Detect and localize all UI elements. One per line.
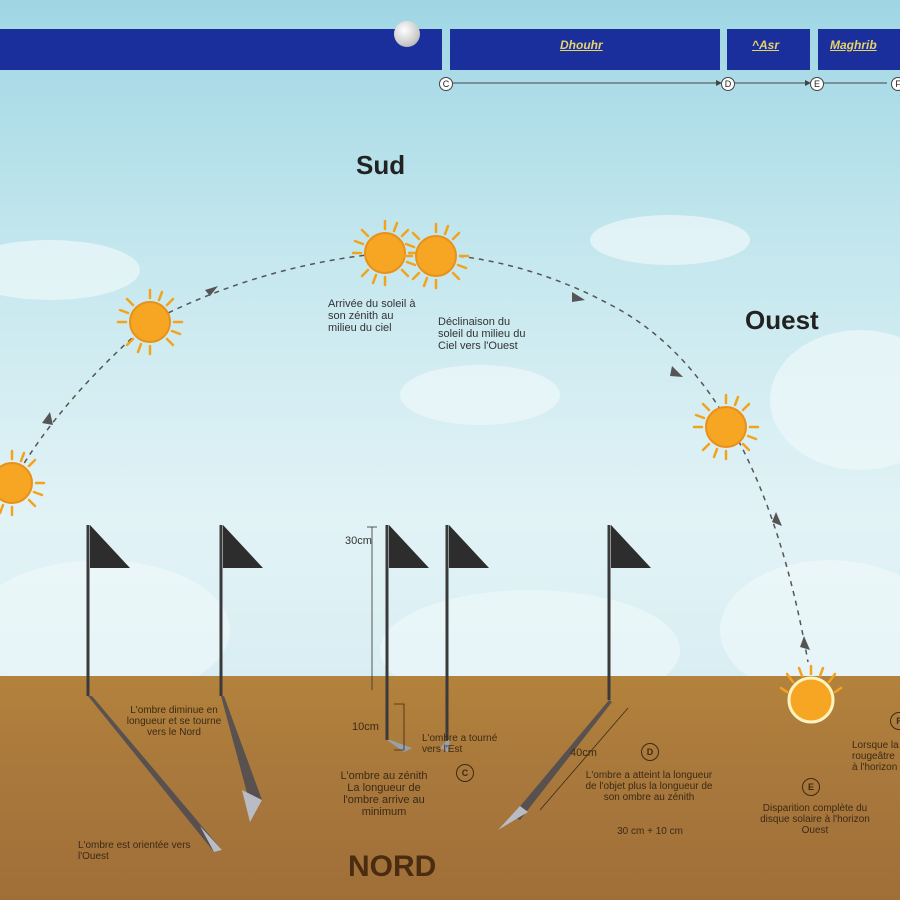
shadow-5-tip bbox=[498, 806, 528, 830]
timeline-marker-c: C bbox=[439, 77, 453, 91]
path-arrow bbox=[205, 286, 218, 296]
caption-zenith-shadow: L'ombre au zénith La longueur de l'ombre… bbox=[340, 770, 428, 818]
timeline-marker-f: F bbox=[891, 77, 900, 91]
measure-shadow-bracket bbox=[394, 703, 405, 751]
path-arrow bbox=[670, 366, 683, 377]
cloud bbox=[400, 365, 560, 425]
measure-shadow-label: 10cm bbox=[352, 721, 379, 733]
shadow-2-tip bbox=[242, 790, 262, 822]
marker-d: D bbox=[641, 743, 659, 761]
sun-icon bbox=[351, 219, 419, 287]
ground bbox=[0, 676, 900, 900]
timeline-segment-maghrib bbox=[818, 29, 900, 70]
timeline-line bbox=[452, 80, 887, 86]
caption-west-shadow: L'ombre est orientée vers l'Ouest bbox=[78, 840, 191, 862]
shadow-4 bbox=[440, 740, 450, 752]
cloud bbox=[590, 215, 750, 265]
caption-partial: Lorsque la rougeâtre à l'horizon bbox=[852, 740, 899, 773]
sun-setting-icon bbox=[779, 664, 843, 724]
path-arrow bbox=[572, 292, 585, 302]
caption-asr-shadow: L'ombre a atteint la longueur de l'objet… bbox=[585, 770, 713, 803]
flag-5 bbox=[607, 525, 651, 700]
caption-sunset: Disparition complète du disque solaire à… bbox=[760, 803, 870, 836]
flag-4 bbox=[445, 525, 489, 740]
direction-south: Sud bbox=[356, 150, 406, 180]
segment-label-dhouhr: Dhouhr bbox=[560, 38, 603, 52]
sun-icon bbox=[0, 449, 46, 517]
timeline-segment-asr bbox=[727, 29, 810, 70]
direction-west: Ouest bbox=[745, 305, 819, 335]
caption-asr-formula: 30 cm + 10 cm bbox=[617, 826, 683, 837]
shadow-2 bbox=[221, 696, 262, 804]
segment-label-asr: ^Asr bbox=[752, 38, 780, 52]
caption-turned-east: L'ombre a tourné vers l'Est bbox=[422, 733, 498, 755]
marker-c: C bbox=[456, 764, 474, 782]
timeline-marker-e: E bbox=[810, 77, 824, 91]
path-arrow bbox=[772, 512, 782, 526]
segment-label-maghrib: Maghrib bbox=[830, 38, 877, 52]
caption-decline: Déclinaison du soleil du milieu du Ciel … bbox=[438, 316, 526, 352]
measure-height-label: 30cm bbox=[345, 535, 372, 547]
path-arrow bbox=[42, 412, 53, 425]
sun-icon bbox=[402, 222, 470, 290]
shadow-1 bbox=[88, 696, 222, 852]
sun-icon bbox=[116, 288, 184, 356]
direction-north: NORD bbox=[348, 850, 437, 883]
shadow-1-tip bbox=[200, 826, 222, 852]
timeline-segment-1 bbox=[0, 29, 442, 70]
timeline-marker-d: D bbox=[721, 77, 735, 91]
flag-3 bbox=[385, 525, 429, 740]
pin-icon bbox=[394, 21, 420, 47]
measure-long-label: 40cm bbox=[570, 747, 597, 759]
caption-shrinks: L'ombre diminue en longueur et se tourne… bbox=[126, 705, 222, 738]
measure-long-line bbox=[539, 707, 629, 811]
sun-icon bbox=[692, 393, 760, 461]
flag-1 bbox=[86, 525, 130, 696]
path-arrow bbox=[800, 636, 810, 650]
caption-zenith: Arrivée du soleil à son zénith au milieu… bbox=[328, 298, 416, 334]
shadow-3 bbox=[387, 740, 412, 752]
cloud bbox=[0, 240, 140, 300]
timeline-segment-dhouhr bbox=[450, 29, 720, 70]
shadow-5 bbox=[512, 700, 612, 820]
flag-2 bbox=[219, 525, 263, 696]
marker-e: E bbox=[802, 778, 820, 796]
